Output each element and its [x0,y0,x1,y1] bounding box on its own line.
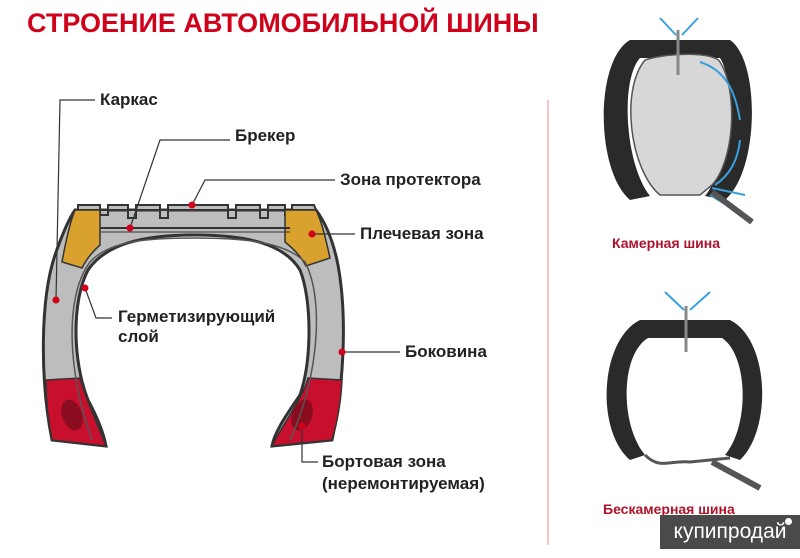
label-bead-zone-line2: (неремонтируемая) [322,474,485,493]
carcass-ply [71,237,318,441]
tubeless-tire-diagram [606,291,763,491]
label-breaker: Брекер [235,126,296,145]
main-tire-cross-section [41,204,345,448]
label-tubeless-tire: Бескамерная шина [603,501,735,517]
watermark-text: купипродай [673,520,787,543]
label-sealing-layer-line1: Герметизирующий [118,307,276,326]
shoulder-left [61,209,101,269]
label-tube-tire: Камерная шина [612,235,721,251]
tube-tire-diagram [603,17,754,225]
watermark: купипродай [660,515,800,549]
page-title: СТРОЕНИЕ АВТОМОБИЛЬНОЙ ШИНЫ [27,8,539,38]
shoulder-right [284,209,331,267]
label-sidewall: Боковина [405,342,487,361]
label-sealing-layer-line2: слой [118,327,159,346]
label-bead-zone-line1: Бортовая зона [322,452,446,471]
leader-lines [55,99,400,463]
marker-dots [52,201,346,430]
label-carcass: Каркас [100,90,158,109]
label-tread-zone: Зона протектора [340,170,481,189]
label-shoulder-zone: Плечевая зона [360,224,484,243]
